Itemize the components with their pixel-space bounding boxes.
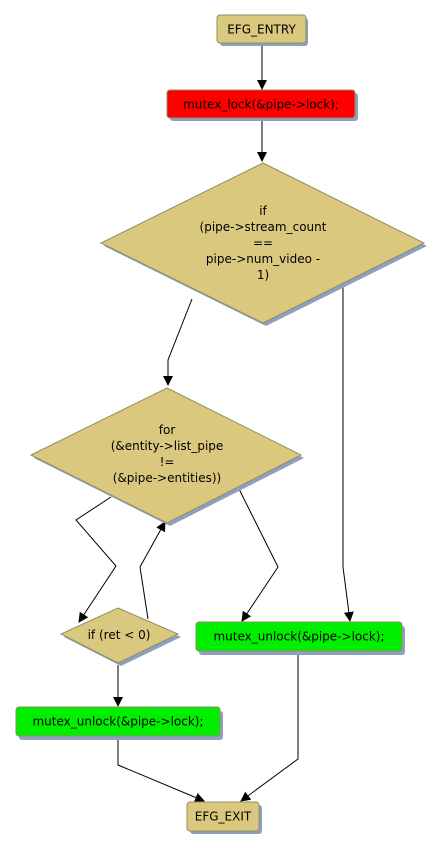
edge-unlock-right-to-exit: [240, 652, 299, 802]
if-stream-node-shape: [99, 162, 426, 324]
if-stream-node: if (pipe->stream_count == pipe->num_vide…: [99, 162, 427, 326]
edge-if-stream-to-for-loop: [163, 298, 193, 386]
edge-for-loop-to-if-ret: [75, 496, 117, 623]
if-ret-node: if (ret < 0): [59, 607, 181, 666]
for-loop-line-4: (&pipe->entities)): [113, 471, 221, 485]
for-loop-line-1: for: [159, 423, 176, 437]
edge-if-ret-back-to-for-loop: [139, 521, 166, 620]
exit-node: EFG_EXIT: [186, 801, 262, 834]
unlock-left-node-box: [15, 706, 221, 737]
unlock-right-node-box: [195, 621, 403, 652]
exit-node-box: [186, 801, 260, 832]
if-stream-line-4: pipe->num_video -: [206, 252, 320, 266]
edge-for-loop-to-unlock-right: [237, 486, 279, 622]
entry-node-label: EFG_ENTRY: [227, 23, 296, 37]
if-ret-node-shape: [59, 607, 180, 664]
unlock-right-node: mutex_unlock(&pipe->lock);: [195, 621, 405, 655]
if-stream-line-1: if: [259, 204, 267, 218]
unlock-right-label: mutex_unlock(&pipe->lock);: [213, 630, 384, 644]
entry-node-box: [216, 14, 307, 44]
lock-node-label: mutex_lock(&pipe->lock);: [183, 98, 339, 112]
edge-if-stream-to-unlock-right: [342, 283, 354, 622]
if-ret-label: if (ret < 0): [88, 628, 151, 642]
exit-node-label: EFG_EXIT: [195, 810, 252, 824]
entry-node: EFG_ENTRY: [216, 14, 308, 46]
for-loop-line-3: !=: [160, 455, 175, 469]
unlock-left-label: mutex_unlock(&pipe->lock);: [32, 715, 203, 729]
for-loop-node-shape: [29, 387, 303, 524]
for-loop-line-2: (&entity->list_pipe: [111, 439, 224, 453]
for-loop-node: for (&entity->list_pipe != (&pipe->entit…: [29, 387, 304, 526]
lock-node: mutex_lock(&pipe->lock);: [166, 89, 358, 121]
if-stream-line-3: ==: [253, 236, 273, 250]
if-stream-line-2: (pipe->stream_count: [200, 220, 327, 234]
lock-node-box: [166, 89, 356, 119]
edges: [75, 44, 354, 803]
if-stream-line-5: 1): [257, 268, 269, 282]
edge-unlock-left-to-exit: [117, 739, 205, 803]
unlock-left-node: mutex_unlock(&pipe->lock);: [15, 706, 223, 740]
